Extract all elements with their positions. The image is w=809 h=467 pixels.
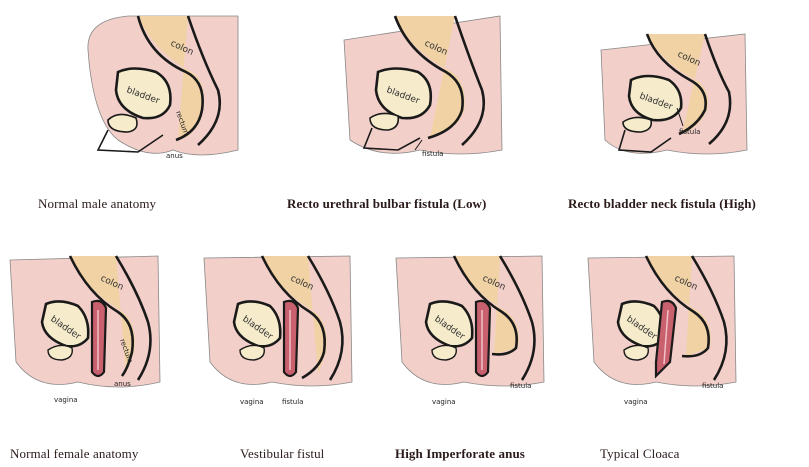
panel-vestibular: colon bladder vagina fistula [202, 252, 357, 412]
panel-recto-urethral: colon bladder fistula [340, 10, 515, 170]
caption-recto-urethral: Recto urethral bulbar fistula (Low) [287, 196, 486, 212]
vagina-label: vagina [432, 398, 456, 406]
caption-normal-female: Normal female anatomy [10, 446, 138, 462]
anus-label: anus [166, 152, 183, 160]
panel-normal-male: colon bladder rectum anus [78, 10, 248, 170]
diagram-high-imperforate: colon bladder vagina fistula [394, 252, 549, 412]
fistula-label: fistula [422, 150, 443, 158]
diagram-typical-cloaca: colon bladder vagina fistula [586, 252, 741, 412]
fistula-label: fistula [679, 128, 700, 136]
caption-recto-bladder-neck: Recto bladder neck fistula (High) [568, 196, 756, 212]
caption-vestibular: Vestibular fistul [240, 446, 324, 462]
diagram-normal-male: colon bladder rectum anus [78, 10, 248, 170]
diagram-recto-urethral: colon bladder fistula [340, 10, 515, 170]
caption-typical-cloaca: Typical Cloaca [600, 446, 680, 462]
panel-normal-female: colon bladder rectum vagina anus [8, 252, 168, 412]
diagram-vestibular: colon bladder vagina fistula [202, 252, 357, 412]
diagram-normal-female: colon bladder rectum vagina anus [8, 252, 168, 412]
diagram-recto-bladder-neck: colon bladder fistula [597, 30, 757, 170]
panel-high-imperforate: colon bladder vagina fistula [394, 252, 549, 412]
fistula-label: fistula [510, 382, 531, 390]
caption-normal-male: Normal male anatomy [38, 196, 156, 212]
anus-label: anus [114, 380, 131, 388]
vagina-label: vagina [54, 396, 78, 404]
panel-recto-bladder-neck: colon bladder fistula [597, 30, 757, 170]
caption-high-imperforate: High Imperforate anus [395, 446, 525, 462]
fistula-label: fistula [702, 382, 723, 390]
vagina-label: vagina [624, 398, 648, 406]
vagina-label: vagina [240, 398, 264, 406]
fistula-label: fistula [282, 398, 303, 406]
panel-typical-cloaca: colon bladder vagina fistula [586, 252, 741, 412]
